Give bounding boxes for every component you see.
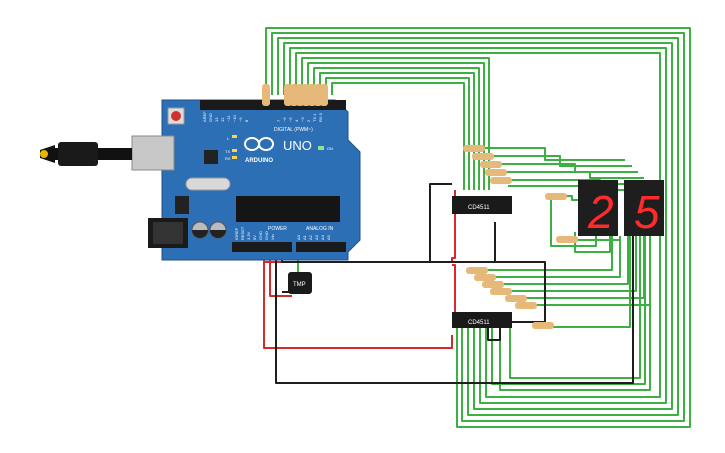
resistor[interactable]: [545, 193, 567, 200]
pin-1: TX 1: [312, 113, 317, 122]
pin-0: RX 0: [318, 112, 323, 122]
digital-header: [200, 100, 346, 110]
pin-4: 4: [294, 119, 299, 122]
decoder-resistors: [463, 145, 578, 329]
pin-a3: A3: [314, 234, 319, 240]
resistor[interactable]: [556, 236, 578, 243]
sensor-label: TMP: [293, 282, 306, 288]
pin-11: ~11: [226, 115, 231, 122]
resistor[interactable]: [490, 177, 512, 184]
seven-segment-display-2[interactable]: 5: [624, 180, 664, 238]
power-label: POWER: [268, 226, 287, 232]
board-model: UNO: [283, 138, 312, 153]
pin-ioref: IOREF: [234, 227, 239, 240]
digital-pin-labels: AREF GND 13 12 ~11 ~10 ~9 8 7 ~6 ~5 4 ~3…: [202, 111, 323, 122]
decoder-bottom-label: CD4511: [468, 320, 490, 326]
display-2-digit: 5: [634, 186, 660, 238]
rx-label: RX: [225, 156, 231, 161]
resistor[interactable]: [490, 288, 512, 295]
resistor[interactable]: [472, 153, 494, 160]
pin-13: 13: [214, 117, 219, 122]
display-1-digit: 2: [587, 186, 614, 238]
analog-header: [296, 242, 346, 252]
resistor[interactable]: [482, 281, 504, 288]
resistor[interactable]: [532, 322, 554, 329]
pin-2: 2: [306, 119, 311, 122]
resistor[interactable]: [480, 161, 502, 168]
pin-gnd: GND: [208, 113, 213, 122]
pin-5v: 5V: [252, 235, 257, 240]
resistor[interactable]: [320, 84, 328, 106]
analog-label: ANALOG IN: [306, 226, 334, 232]
pin-a5: A5: [326, 234, 331, 240]
pin-7: 7: [276, 119, 281, 122]
arduino-logo: [244, 137, 274, 151]
resistor[interactable]: [515, 302, 537, 309]
pin-8: 8: [244, 119, 249, 122]
pin-9: ~9: [238, 117, 243, 122]
pin-vin: Vin: [270, 234, 275, 240]
seven-segment-display-1[interactable]: 2: [578, 180, 618, 238]
decoder-top-label: CD4511: [468, 205, 490, 211]
board-brand: ARDUINO: [245, 158, 273, 164]
pin-6: ~6: [282, 117, 287, 122]
resistor[interactable]: [463, 145, 485, 152]
pin-3: ~3: [300, 117, 305, 122]
digital-label: DIGITAL (PWM~): [274, 127, 313, 133]
power-pin-labels: IOREF RESET 3.3V 5V GND GND Vin A0 A1 A2…: [234, 226, 331, 240]
resistor[interactable]: [466, 267, 488, 274]
resistor[interactable]: [262, 84, 270, 106]
pin-a0: A0: [296, 234, 301, 240]
power-header: [232, 242, 292, 252]
pin-3v3: 3.3V: [246, 231, 251, 240]
pin-reset: RESET: [240, 226, 245, 240]
pin-gnd-a: GND: [258, 231, 263, 240]
microcontroller-chip: [236, 196, 340, 222]
pin-aref: AREF: [202, 111, 207, 122]
pin-a4: A4: [320, 234, 325, 240]
resistor[interactable]: [474, 274, 496, 281]
temperature-sensor[interactable]: TMP: [288, 272, 312, 294]
pin-a2: A2: [308, 234, 313, 240]
pin-10: ~10: [232, 114, 237, 122]
arduino-board: ARDUINO UNO DIGITAL (PWM~) POWER ANALOG …: [40, 99, 361, 261]
resistor[interactable]: [485, 169, 507, 176]
red-wires: [263, 190, 456, 349]
header-resistors: [262, 84, 328, 106]
decoder-bottom[interactable]: CD4511: [452, 312, 512, 328]
pin-12: 12: [220, 117, 225, 122]
pin-a1: A1: [302, 234, 307, 240]
on-label: ON: [327, 146, 333, 151]
l-label: L: [227, 136, 230, 141]
pin-gnd-b: GND: [264, 231, 269, 240]
pin-5: ~5: [288, 117, 293, 122]
decoder-top[interactable]: CD4511: [452, 196, 512, 214]
usb-connector: [131, 135, 175, 171]
resistor[interactable]: [505, 295, 527, 302]
tx-label: TX: [225, 149, 230, 154]
